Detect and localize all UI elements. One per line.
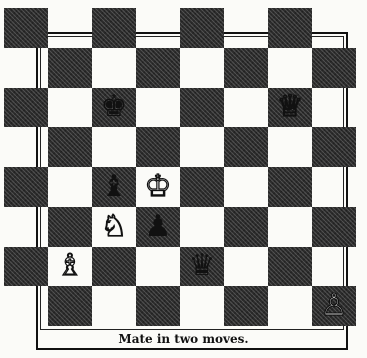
- square-d6[interactable]: [136, 88, 180, 128]
- square-h5[interactable]: [312, 127, 356, 167]
- square-c7[interactable]: [92, 48, 136, 88]
- square-d1[interactable]: [136, 286, 180, 326]
- square-c2[interactable]: [92, 247, 136, 287]
- square-f2[interactable]: [224, 247, 268, 287]
- square-d8[interactable]: [136, 8, 180, 48]
- square-g8[interactable]: [268, 8, 312, 48]
- square-f4[interactable]: [224, 167, 268, 207]
- square-a8[interactable]: [4, 8, 48, 48]
- square-e8[interactable]: [180, 8, 224, 48]
- square-c4[interactable]: ♝: [92, 167, 136, 207]
- square-g1[interactable]: [268, 286, 312, 326]
- square-b3[interactable]: [48, 207, 92, 247]
- square-a5[interactable]: [4, 127, 48, 167]
- square-b4[interactable]: [48, 167, 92, 207]
- square-c3[interactable]: ♘: [92, 207, 136, 247]
- square-g7[interactable]: [268, 48, 312, 88]
- square-a6[interactable]: [4, 88, 48, 128]
- square-a7[interactable]: [4, 48, 48, 88]
- square-e1[interactable]: [180, 286, 224, 326]
- square-c6[interactable]: ♚: [92, 88, 136, 128]
- square-b1[interactable]: [48, 286, 92, 326]
- square-a3[interactable]: [4, 207, 48, 247]
- square-c5[interactable]: [92, 127, 136, 167]
- black-pawn-d3-icon[interactable]: ♟: [136, 207, 180, 247]
- black-queen-icon[interactable]: ♛: [180, 247, 224, 287]
- chessboard: ♚ ♕ ♝♔♘♟ ♗ ♛ ♙: [4, 8, 356, 326]
- square-f5[interactable]: [224, 127, 268, 167]
- square-f6[interactable]: [224, 88, 268, 128]
- square-d5[interactable]: [136, 127, 180, 167]
- square-b8[interactable]: [48, 8, 92, 48]
- square-b2[interactable]: ♗: [48, 247, 92, 287]
- square-a4[interactable]: [4, 167, 48, 207]
- square-e5[interactable]: [180, 127, 224, 167]
- square-h7[interactable]: [312, 48, 356, 88]
- square-a1[interactable]: [4, 286, 48, 326]
- square-c8[interactable]: [92, 8, 136, 48]
- square-e4[interactable]: [180, 167, 224, 207]
- square-h1[interactable]: ♙: [312, 286, 356, 326]
- square-d7[interactable]: [136, 48, 180, 88]
- white-bishop-icon[interactable]: ♗: [48, 247, 92, 287]
- square-h2[interactable]: [312, 247, 356, 287]
- square-b6[interactable]: [48, 88, 92, 128]
- square-e3[interactable]: [180, 207, 224, 247]
- white-king-icon[interactable]: ♔: [136, 167, 180, 207]
- square-c1[interactable]: [92, 286, 136, 326]
- black-king-icon[interactable]: ♚: [92, 88, 136, 128]
- square-f8[interactable]: [224, 8, 268, 48]
- square-f3[interactable]: [224, 207, 268, 247]
- square-b7[interactable]: [48, 48, 92, 88]
- square-e6[interactable]: [180, 88, 224, 128]
- square-d4[interactable]: ♔: [136, 167, 180, 207]
- square-h8[interactable]: [312, 8, 356, 48]
- white-knight-icon[interactable]: ♘: [92, 207, 136, 247]
- square-h3[interactable]: [312, 207, 356, 247]
- white-queen-icon[interactable]: ♕: [268, 88, 312, 128]
- square-d3[interactable]: ♟: [136, 207, 180, 247]
- square-f7[interactable]: [224, 48, 268, 88]
- square-g6[interactable]: ♕: [268, 88, 312, 128]
- square-b5[interactable]: [48, 127, 92, 167]
- square-e7[interactable]: [180, 48, 224, 88]
- square-g2[interactable]: [268, 247, 312, 287]
- square-e2[interactable]: ♛: [180, 247, 224, 287]
- square-h4[interactable]: [312, 167, 356, 207]
- square-g4[interactable]: [268, 167, 312, 207]
- white-pawn-h1-icon[interactable]: ♙: [312, 286, 356, 326]
- square-f1[interactable]: [224, 286, 268, 326]
- puzzle-caption: Mate in two moves.: [0, 332, 367, 346]
- black-bishop-icon[interactable]: ♝: [92, 167, 136, 207]
- square-h6[interactable]: [312, 88, 356, 128]
- square-a2[interactable]: [4, 247, 48, 287]
- square-g3[interactable]: [268, 207, 312, 247]
- square-g5[interactable]: [268, 127, 312, 167]
- square-d2[interactable]: [136, 247, 180, 287]
